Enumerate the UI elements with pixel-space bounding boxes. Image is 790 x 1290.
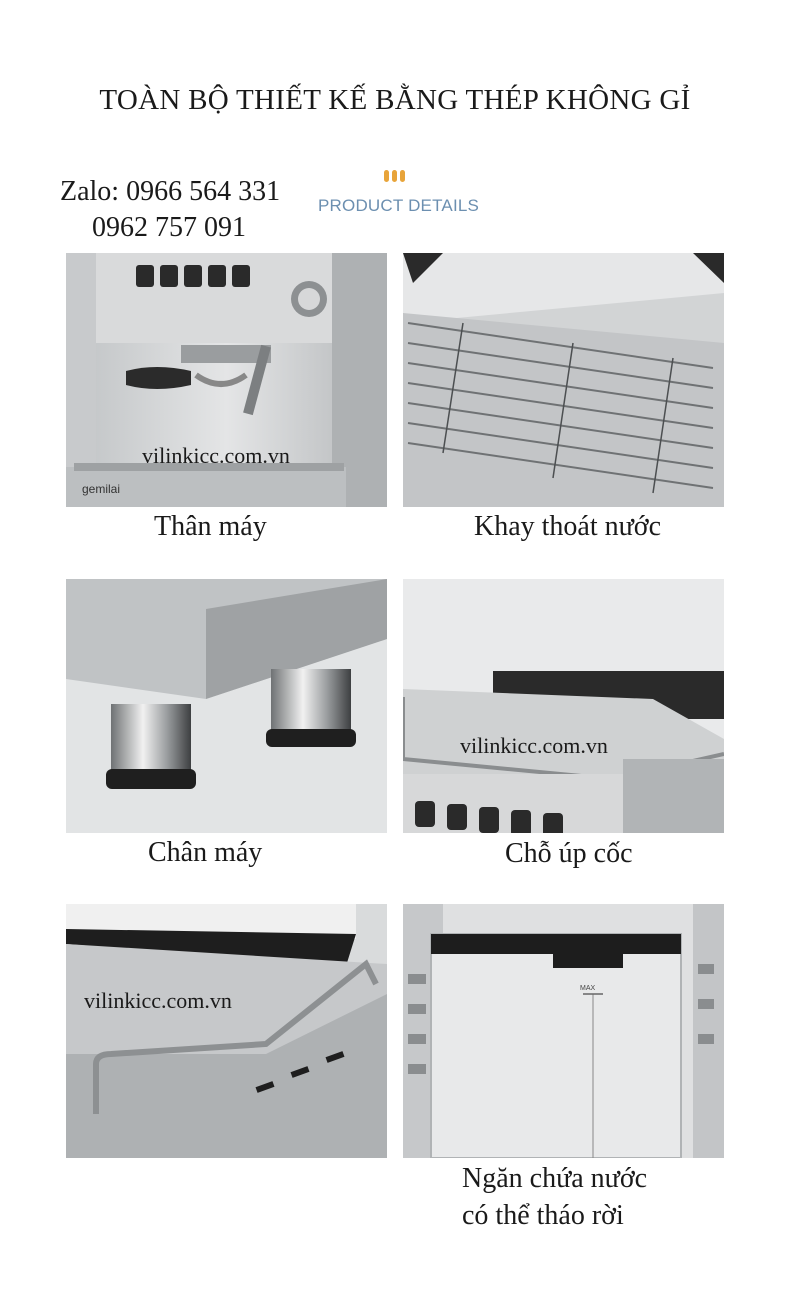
watermark-text: vilinkicc.com.vn <box>460 733 608 758</box>
max-mark: MAX <box>580 985 596 992</box>
caption-drip-tray: Khay thoát nước <box>474 511 662 542</box>
brand-logo: gemilai <box>82 482 121 496</box>
watermark-text: vilinkicc.com.vn <box>84 988 232 1013</box>
caption-feet: Chân máy <box>148 837 263 868</box>
water-tank-photo <box>403 904 724 1158</box>
page-title: TOÀN BỘ THIẾT KẾ BẰNG THÉP KHÔNG GỈ <box>99 84 691 116</box>
watermark-text: vilinkicc.com.vn <box>142 443 290 468</box>
caption-water-tank-line2: có thể tháo rời <box>462 1200 624 1231</box>
cup-warmer-photo <box>403 579 724 833</box>
zalo-contact: Zalo: 0966 564 331 <box>60 176 281 207</box>
machine-body-photo <box>66 253 387 507</box>
drip-tray-photo <box>403 253 724 507</box>
top-rail-photo <box>66 904 387 1158</box>
caption-body: Thân máy <box>154 511 267 542</box>
section-label: PRODUCT DETAILS <box>318 196 480 215</box>
caption-water-tank-line1: Ngăn chứa nước <box>462 1163 648 1194</box>
machine-feet-photo <box>66 579 387 833</box>
phone-contact: 0962 757 091 <box>92 212 246 243</box>
caption-cup-warmer: Chỗ úp cốc <box>505 838 633 869</box>
accent-dots-icon <box>384 169 408 187</box>
